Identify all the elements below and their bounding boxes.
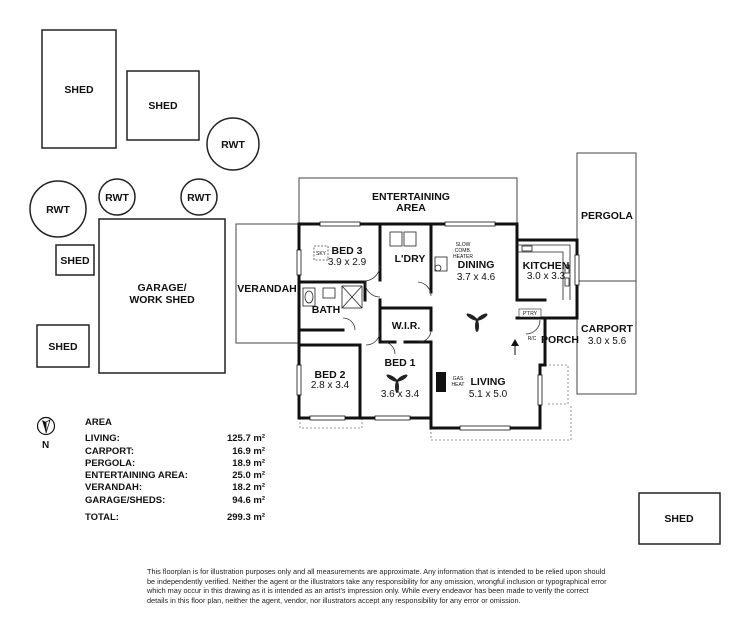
garage-label-2: WORK SHED <box>129 294 195 306</box>
bed3-size: 3.9 x 2.9 <box>328 257 367 268</box>
verandah-label: VERANDAH <box>237 283 297 295</box>
entertaining-label-1: ENTERTAINING <box>372 191 450 203</box>
disclaimer-text: This floorplan is for illustration purpo… <box>147 567 607 605</box>
area-row-value: 16.9 m² <box>232 445 265 457</box>
area-row-label: ENTERTAINING AREA: <box>85 470 188 482</box>
carport-outline <box>576 280 637 395</box>
shed-top-mid-label: SHED <box>148 100 178 112</box>
rwt-left-small-label: RWT <box>105 192 129 204</box>
shed-right <box>638 492 721 545</box>
ceiling-fan-icon <box>386 313 488 393</box>
area-row-label: GARAGE/SHEDS: <box>85 494 166 506</box>
path-dashed-porch <box>545 364 569 405</box>
area-row-value: 125.7 m² <box>226 433 265 445</box>
area-row: GARAGE/SHEDS: 94.6 m² <box>85 495 265 507</box>
area-row-value: 25.0 m² <box>232 470 265 482</box>
entry-arrow-icon <box>511 339 519 355</box>
living-size: 5.1 x 5.0 <box>469 389 508 400</box>
house-walls <box>297 222 579 430</box>
shed-small-label: SHED <box>60 255 90 267</box>
sky-light <box>313 245 329 261</box>
bed1-size: 3.6 x 3.4 <box>381 389 420 400</box>
sky-label: SKY <box>316 251 327 257</box>
living-name: LIVING <box>470 376 505 388</box>
shed-small <box>55 244 95 276</box>
area-row: CARPORT: 16.9 m² <box>85 446 265 458</box>
area-row: PERGOLA: 18.9 m² <box>85 458 265 470</box>
area-row-value: 18.9 m² <box>232 457 265 469</box>
bed1-name: BED 1 <box>385 357 416 369</box>
area-row: VERANDAH: 18.2 m² <box>85 482 265 494</box>
rwt-top-label: RWT <box>221 139 245 151</box>
bed2-name: BED 2 <box>315 369 346 381</box>
ptry-label: P'TRY <box>523 311 538 317</box>
rwt-left-big-label: RWT <box>46 204 70 216</box>
area-total-row: TOTAL: 299.3 m² <box>85 512 265 524</box>
rwt-top <box>206 117 260 171</box>
shed-top-left-label: SHED <box>64 84 94 96</box>
bath-label: BATH <box>312 304 340 316</box>
heater-label-3: HEATER <box>453 254 473 260</box>
north-arrow-icon <box>36 416 56 436</box>
rwt-left-big <box>29 180 87 238</box>
garage-label-1: GARAGE/ <box>137 282 186 294</box>
area-row-label: PERGOLA: <box>85 457 136 469</box>
bed3-name: BED 3 <box>332 245 363 257</box>
ptry-box <box>518 308 542 318</box>
kitchen-bench <box>517 244 571 300</box>
kitchen-size: 3.0 x 3.3 <box>527 271 566 282</box>
rwt-left-small <box>98 178 136 216</box>
ref-label: R/C <box>528 336 537 342</box>
carport-name: CARPORT <box>581 323 634 335</box>
porch-label: PORCH <box>541 334 579 346</box>
garage-work-shed <box>98 218 226 374</box>
shed-bottom-left <box>36 324 90 368</box>
windows <box>296 221 580 431</box>
path-dashed-living <box>430 404 572 441</box>
bed2-size: 2.8 x 3.4 <box>311 380 350 391</box>
area-row-value: 94.6 m² <box>232 494 265 506</box>
wir-label: W.I.R. <box>392 320 421 332</box>
entertaining-label-2: AREA <box>396 202 426 214</box>
gas-heater <box>436 372 446 392</box>
area-row-label: LIVING: <box>85 433 120 445</box>
heater-label-1: SLOW <box>456 242 471 248</box>
bath-fixtures <box>302 231 442 309</box>
area-row: LIVING: 125.7 m² <box>85 433 265 445</box>
dining-size: 3.7 x 4.6 <box>457 272 496 283</box>
area-total-label: TOTAL: <box>85 512 119 524</box>
rwt-mid-small <box>180 178 218 216</box>
area-row-label: CARPORT: <box>85 445 135 457</box>
gas-heat-label-1: GAS <box>453 376 464 382</box>
area-row-label: VERANDAH: <box>85 482 142 494</box>
area-row-value: 18.2 m² <box>232 482 265 494</box>
shed-top-left <box>41 29 117 149</box>
slow-comb-heater <box>434 256 448 272</box>
area-row: ENTERTAINING AREA: 25.0 m² <box>85 470 265 482</box>
compass: N <box>36 416 56 454</box>
pergola-label: PERGOLA <box>581 210 633 222</box>
gas-heat-label-2: HEAT <box>452 382 465 388</box>
path-dashed-left <box>299 418 363 429</box>
carport-size: 3.0 x 5.6 <box>588 336 627 347</box>
kitchen-name: KITCHEN <box>523 260 570 272</box>
rwt-mid-small-label: RWT <box>187 192 211 204</box>
area-schedule: AREA LIVING: 125.7 m² CARPORT: 16.9 m² P… <box>85 417 265 524</box>
dining-name: DINING <box>458 259 495 271</box>
shed-right-label: SHED <box>664 513 694 525</box>
shed-top-mid <box>126 70 200 141</box>
heater-label-2: COMB. <box>455 248 471 254</box>
compass-n-label: N <box>42 440 50 451</box>
doors <box>342 264 541 355</box>
area-title: AREA <box>85 417 112 428</box>
shed-bottom-left-label: SHED <box>48 341 78 353</box>
area-total-value: 299.3 m² <box>226 512 265 524</box>
ldry-label: L'DRY <box>395 253 426 265</box>
